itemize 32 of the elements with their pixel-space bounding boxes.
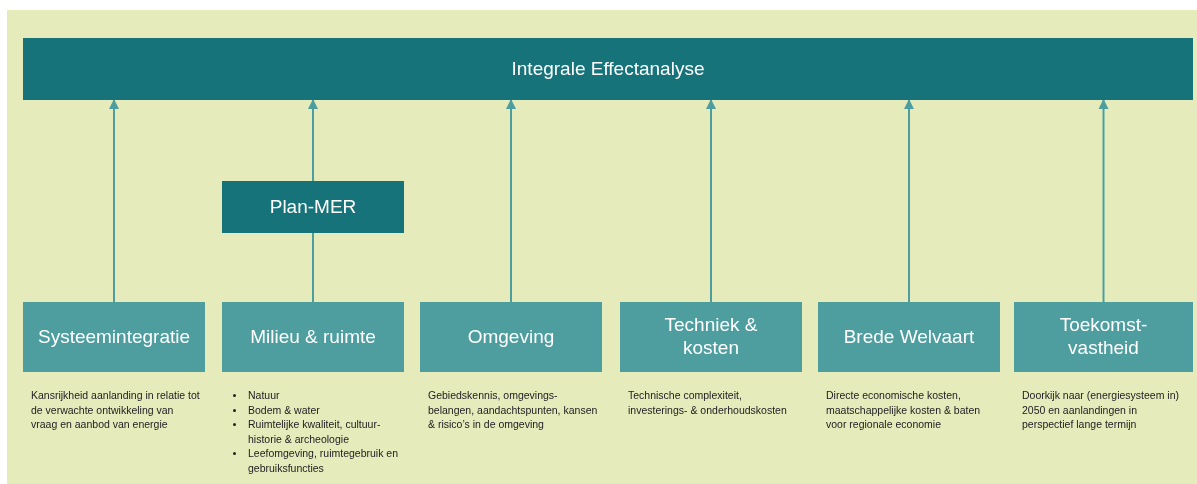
description-text: Gebiedskennis, omgevings-belangen, aandachtspunten, kansen & risico’s in de omgeving (428, 388, 598, 432)
bullet-item: Bodem & water (248, 403, 320, 416)
box-title: Techniek & kosten (663, 314, 759, 360)
category-box (222, 302, 404, 372)
category-box (620, 302, 802, 372)
category-box (23, 302, 205, 372)
arrow (308, 99, 318, 182)
arrow (904, 99, 914, 303)
bullet-item: Leefomgeving, ruimtegebruik en gebruiksfuncties (248, 447, 398, 474)
arrow (706, 99, 716, 303)
box-title: Brede Welvaart (843, 325, 975, 349)
connector-line (312, 232, 314, 303)
bullet-item: Ruimtelijke kwaliteit, cultuur-historie & archeologie (248, 418, 381, 445)
box-title: Omgeving (467, 325, 555, 349)
description-text: Technische complexiteit, investerings- & onderhoudskosten (628, 388, 788, 417)
category-box (818, 302, 1000, 372)
header-bar (23, 38, 1193, 100)
category-box (420, 302, 602, 372)
arrow (506, 99, 516, 303)
arrow (1098, 99, 1109, 303)
description-text: Kansrijkheid aanlanding in relatie tot de verwachte ontwikkeling van vraag en aanbod van energie (31, 388, 201, 432)
box-title: Systeemintegratie (37, 325, 191, 349)
box-title: Milieu & ruimte (250, 325, 376, 349)
box-title: Toekomst-vastheid (1058, 314, 1149, 360)
bullet-item: Natuur (248, 389, 280, 401)
category-box (222, 181, 404, 233)
arrow (109, 99, 119, 303)
box-title: Integrale Effectanalyse (511, 57, 705, 81)
category-box (1014, 302, 1193, 372)
description-text: Doorkijk naar (energiesysteem in) 2050 en aanlandingen in perspectief lange termijn (1022, 388, 1180, 432)
box-title: Plan-MER (269, 195, 357, 219)
description-text: Directe economische kosten, maatschappelijke kosten & baten voor regionale economie (826, 388, 982, 432)
